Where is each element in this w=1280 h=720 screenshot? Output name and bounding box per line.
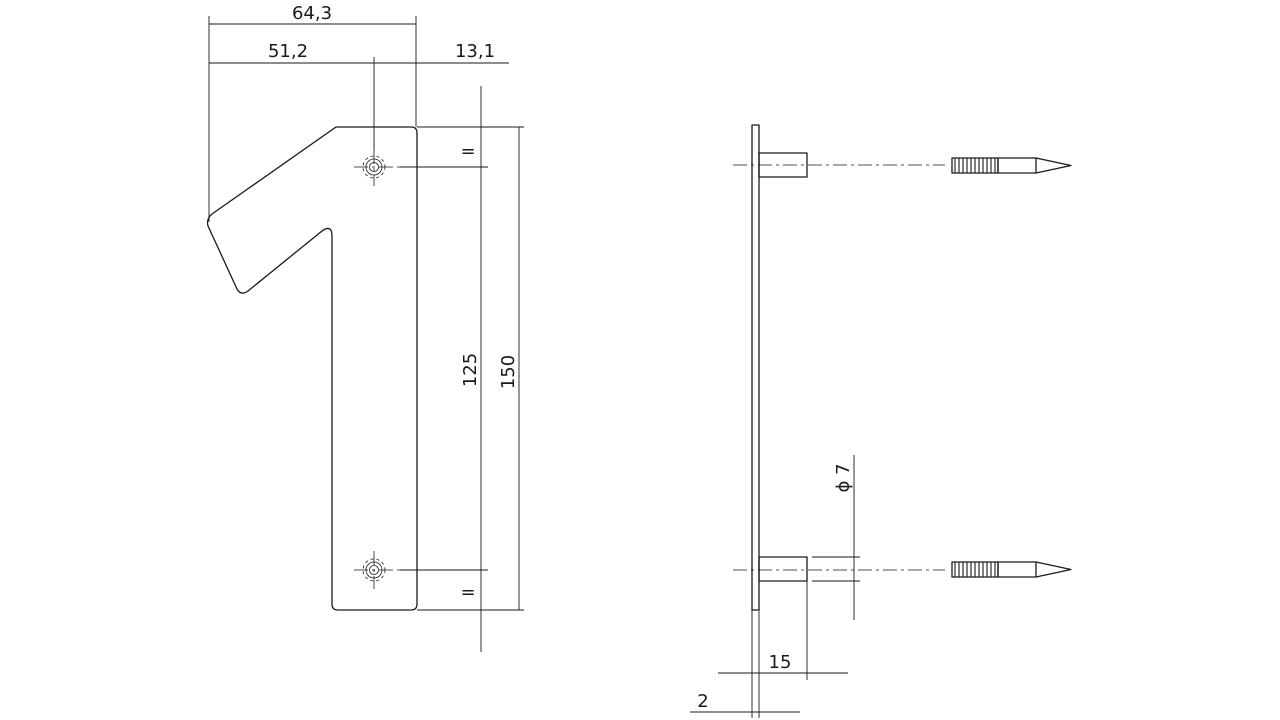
plate-side (751, 124, 760, 611)
dim-spacer-length: 15 (769, 652, 792, 673)
digit-one-outline (206, 126, 418, 611)
screw-pin-top (951, 157, 1072, 174)
side-view: ϕ 7 15 2 (690, 124, 1072, 718)
height-dimensions: = = 125 150 (400, 86, 524, 652)
screw-pin-bottom (951, 561, 1072, 578)
dim-overall-width: 64,3 (292, 3, 332, 24)
dim-right-offset: 13,1 (455, 41, 495, 62)
dim-plate-thickness: 2 (697, 691, 708, 712)
dim-equal-top: = (460, 141, 475, 162)
depth-dimensions: 15 2 (690, 581, 848, 718)
width-dimensions: 64,3 51,2 13,1 (208, 3, 509, 222)
diameter-dimension: ϕ 7 (812, 455, 860, 620)
dim-pin-diameter: ϕ 7 (833, 463, 854, 492)
spacer-bottom (758, 556, 808, 582)
dim-equal-bottom: = (460, 582, 475, 603)
dim-hole-spacing: 125 (460, 353, 481, 387)
top-hole (354, 150, 400, 186)
dim-overall-height: 150 (498, 355, 519, 389)
front-view: 64,3 51,2 13,1 = = 125 150 (206, 3, 524, 652)
dim-digit-width: 51,2 (268, 41, 308, 62)
bottom-hole (354, 551, 400, 589)
